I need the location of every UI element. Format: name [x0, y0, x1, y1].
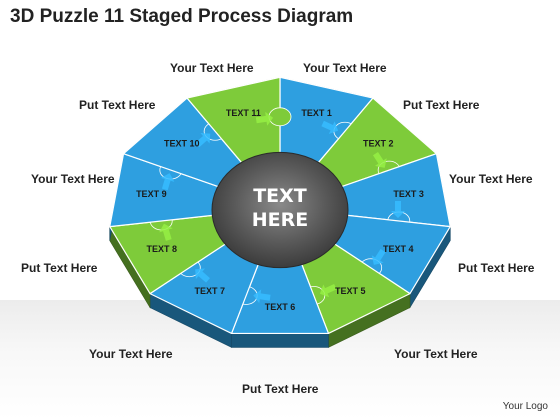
piece-label-6: TEXT 6 — [265, 302, 296, 312]
outer-label-bottom: Put Text Here — [242, 382, 319, 396]
piece-labels: TEXT 1 TEXT 2 TEXT 3 TEXT 4 TEXT 5 TEXT 6 TEXT… — [136, 108, 424, 312]
piece-label-2: TEXT 2 — [363, 138, 394, 148]
page-title: 3D Puzzle 11 Staged Process Diagram — [10, 6, 354, 27]
flow-arrow-icon — [319, 283, 337, 298]
center-text-line: TEXT — [253, 185, 307, 207]
ring-pieces — [109, 76, 451, 335]
outer-label-mid-right: Your Text Here — [449, 172, 533, 186]
piece-label-8: TEXT 8 — [146, 244, 177, 254]
center-text-line: HERE — [252, 209, 309, 231]
outer-label-lower-left: Put Text Here — [21, 261, 98, 275]
piece-label-9: TEXT 9 — [136, 189, 167, 199]
outer-label-bottom-left: Your Text Here — [89, 347, 173, 361]
flow-arrow-icon — [371, 248, 386, 265]
piece-label-5: TEXT 5 — [335, 286, 366, 296]
flow-arrow-icon — [195, 132, 211, 148]
piece-label-11: TEXT 11 — [226, 108, 261, 118]
piece-label-3: TEXT 3 — [393, 189, 424, 199]
outer-label-lower-right: Put Text Here — [458, 261, 535, 275]
piece-label-10: TEXT 10 — [164, 138, 200, 148]
outer-label-upper-right: Put Text Here — [403, 98, 480, 112]
flow-arrow-icon — [195, 268, 210, 283]
hub-disc — [211, 151, 349, 269]
flow-arrow-icon — [391, 201, 405, 218]
flow-arrow-icon — [160, 173, 175, 191]
outer-label-top-right: Your Text Here — [303, 61, 387, 75]
flow-arrow-icon — [372, 152, 387, 168]
flow-arrow-icon — [253, 289, 271, 304]
piece-label-4: TEXT 4 — [383, 244, 414, 254]
outer-label-upper-left: Put Text Here — [79, 98, 156, 112]
puzzle-knob-11 — [268, 107, 292, 127]
outer-label-bottom-right: Your Text Here — [394, 347, 478, 361]
outer-label-mid-left: Your Text Here — [31, 172, 115, 186]
flow-arrow-icon — [321, 120, 339, 135]
piece-label-7: TEXT 7 — [194, 286, 225, 296]
piece-side-6 — [231, 333, 329, 348]
flow-arrow-icon — [255, 111, 274, 126]
logo-text: Your Logo — [502, 401, 548, 412]
flow-arrow-icon — [159, 223, 173, 241]
outer-label-top-left: Your Text Here — [170, 61, 254, 75]
piece-label-1: TEXT 1 — [301, 108, 332, 118]
